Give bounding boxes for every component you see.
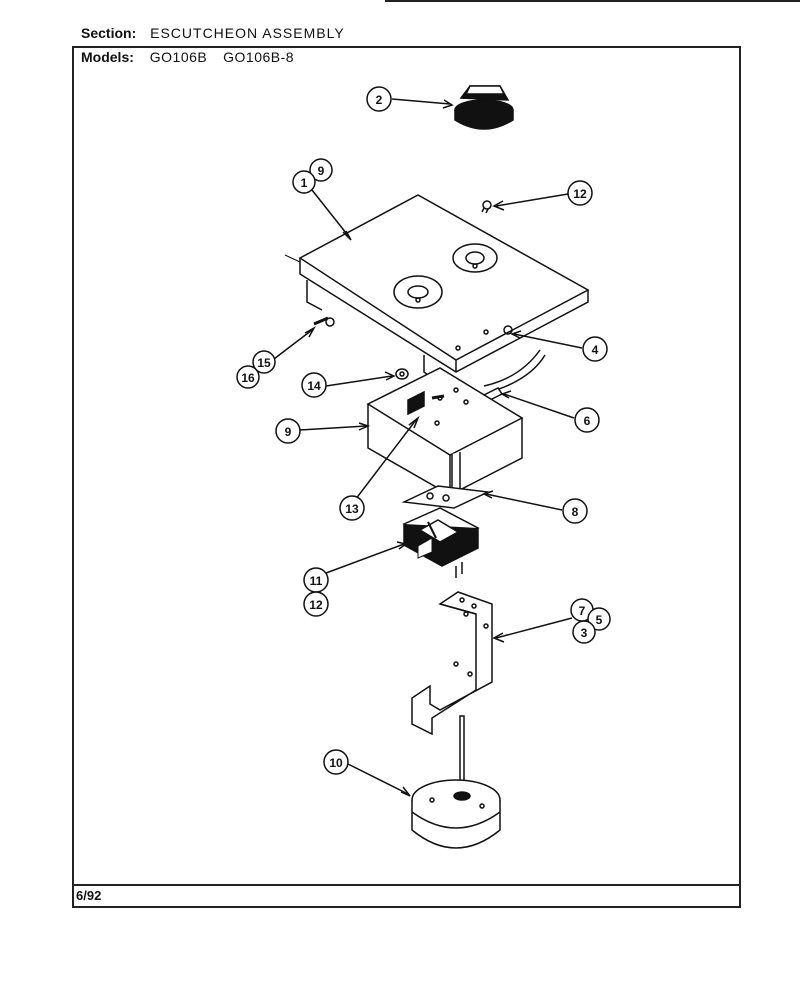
mounting-bracket-part: [411, 591, 493, 736]
callout-balloon: [562, 498, 588, 524]
section-header: Section: ESCUTCHEON ASSEMBLY: [81, 25, 345, 41]
housing-box-part: [366, 367, 524, 500]
callout-balloon: [366, 86, 392, 112]
models-header: Models: GO106B GO106B-8: [81, 49, 294, 65]
escutcheon-panel-part: [284, 194, 590, 373]
callout-number: 8: [572, 505, 579, 519]
callout-balloon: [574, 407, 600, 433]
callout-number: 10: [329, 756, 343, 770]
timer-motor-part: [411, 715, 501, 849]
knob-part: [454, 85, 514, 130]
callout-number: 2: [376, 93, 383, 107]
callout-number: 3: [581, 626, 588, 640]
model-number: GO106B-8: [223, 49, 295, 65]
callout-number: 14: [307, 379, 321, 393]
callout-number: 11: [310, 574, 323, 588]
nut-part: [395, 368, 409, 380]
callout-number: 12: [309, 598, 323, 612]
screw-part: [313, 316, 335, 327]
models-label: Models:: [81, 49, 134, 65]
callout-number: 9: [318, 164, 325, 178]
callout-balloon: [275, 418, 301, 444]
callout-balloon: [582, 336, 608, 362]
top-rule: [385, 0, 800, 2]
switch-part: [402, 507, 480, 578]
callout-balloon: [252, 350, 276, 374]
callout-number: 7: [579, 604, 586, 618]
model-number: GO106B: [149, 49, 208, 65]
callout-number: 6: [584, 414, 591, 428]
callout-balloon: [236, 365, 260, 389]
callout-number: 5: [596, 613, 603, 627]
footer-rule: [72, 884, 741, 886]
callout-balloon: [292, 170, 316, 194]
gasket-plate-part: [401, 485, 491, 509]
callout-balloon: [572, 620, 596, 644]
callout-balloon: [301, 372, 327, 398]
screw-part: [481, 200, 492, 214]
diagram-frame: [72, 46, 741, 908]
callout-number: 1: [301, 176, 308, 190]
callout-balloon: [587, 607, 611, 631]
callout-balloon: [323, 749, 349, 775]
callout-balloon: [309, 158, 333, 182]
section-label: Section:: [81, 25, 137, 41]
section-title: ESCUTCHEON ASSEMBLY: [150, 25, 345, 41]
callout-number: 15: [257, 356, 271, 370]
callout-number: 4: [592, 343, 599, 357]
callout-balloon: [339, 495, 365, 521]
callout-balloon: [567, 180, 593, 206]
callout-number: 9: [285, 425, 292, 439]
callout-balloon: [303, 591, 329, 617]
callout-number: 13: [345, 502, 359, 516]
callout-number: 12: [573, 187, 587, 201]
callout-number: 16: [241, 371, 255, 385]
footer-date: 6/92: [76, 888, 102, 903]
